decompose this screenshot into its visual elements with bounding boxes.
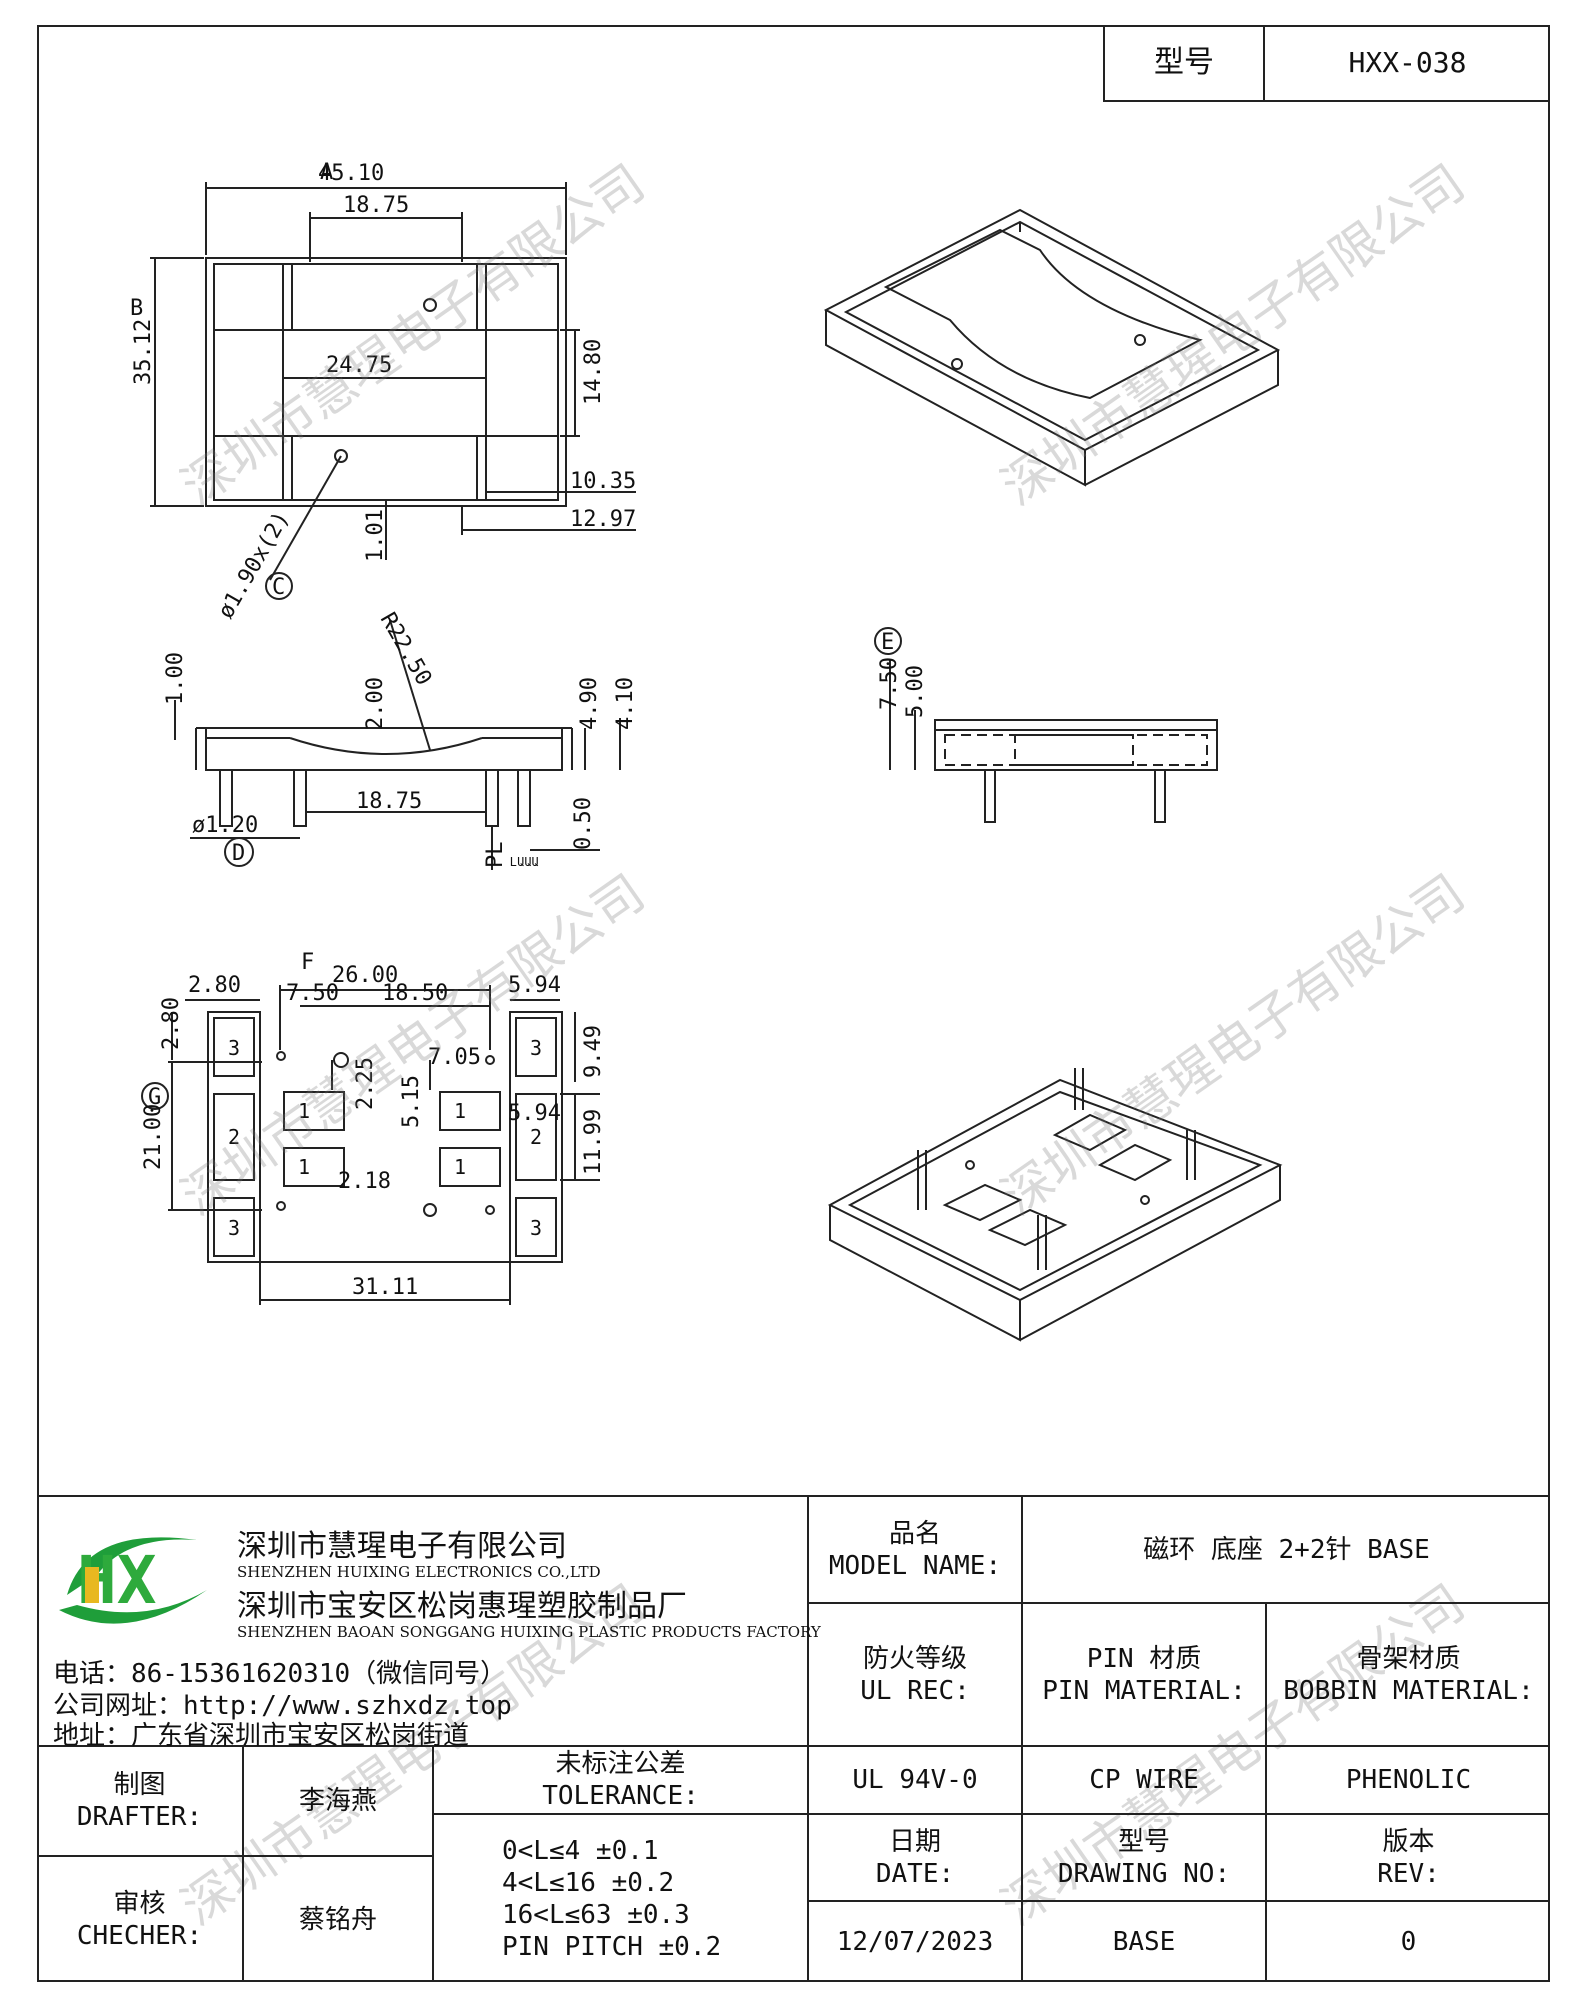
- drawing-no-label: 型号 DRAWING NO:: [1057, 1826, 1231, 1889]
- bobbin-material-label: 骨架材质 BOBBIN MATERIAL:: [1283, 1643, 1534, 1706]
- callout-f: F: [301, 950, 314, 975]
- tolerance-line: 16<L≤63 ±0.3: [502, 1899, 690, 1930]
- dim-bottom-11: 5.94: [508, 1101, 561, 1126]
- dim-bottom-7: 7.05: [428, 1045, 481, 1070]
- dim-top-5: 14.80: [581, 339, 606, 405]
- callout-e: E: [881, 630, 894, 655]
- callout-d: D: [232, 841, 245, 866]
- dim-top-3: 35.12: [131, 319, 156, 385]
- dim-front-9: PL: [483, 842, 508, 869]
- dim-bottom-6: 2.80: [159, 997, 184, 1050]
- bobbin-material-value: PHENOLIC: [1345, 1765, 1472, 1795]
- dim-top-6: 10.35: [570, 469, 636, 494]
- callout-b: B: [130, 296, 143, 321]
- factory-name-en: SHENZHEN BAOAN SONGGANG HUIXING PLASTIC …: [237, 1623, 821, 1641]
- dim-bottom-4: 18.50: [382, 981, 448, 1006]
- tolerance-line: 4<L≤16 ±0.2: [502, 1867, 675, 1898]
- dim-top-8: 1.01: [363, 509, 388, 562]
- pin-material-value: CP WIRE: [1089, 1765, 1199, 1795]
- company-address: 地址：广东省深圳市宝安区松岗街道: [53, 1721, 470, 1751]
- dim-front-8: 0.50: [571, 797, 596, 850]
- factory-name-cn: 深圳市宝安区松岗惠瑆塑胶制品厂: [237, 1589, 687, 1624]
- drafter-label: 制图 DRAFTER:: [76, 1770, 203, 1832]
- iso-view-top: [823, 208, 1281, 487]
- tolerance-values: 0<L≤4 ±0.1 4<L≤16 ±0.2 16<L≤63 ±0.3 PIN …: [434, 1815, 807, 1982]
- tolerance-line: PIN PITCH ±0.2: [502, 1931, 722, 1962]
- dim-front-6: 18.75: [356, 789, 422, 814]
- dim-bottom-2: 2.80: [188, 973, 241, 998]
- checker-value: 蔡铭舟: [298, 1904, 377, 1935]
- dim-top-7: 12.97: [570, 507, 636, 532]
- dim-bottom-10: 5.15: [399, 1075, 424, 1128]
- dim-bottom-3: 7.50: [286, 981, 339, 1006]
- callout-a: A: [320, 160, 333, 185]
- date-label: 日期 DATE:: [875, 1826, 955, 1889]
- dim-bottom-8: 9.49: [581, 1025, 606, 1078]
- top-view: [150, 182, 636, 600]
- dim-top-2: 18.75: [343, 193, 409, 218]
- date-value: 12/07/2023: [836, 1927, 994, 1957]
- side-view: [874, 627, 1218, 823]
- model-header: 型号 HXX-038: [1103, 25, 1550, 102]
- pl-note: ԼԱԱԱ: [510, 855, 539, 869]
- company-phone: 电话：86-15361620310（微信同号）: [53, 1659, 507, 1689]
- model-name-label-en: MODEL NAME:: [828, 1550, 1002, 1581]
- dim-bottom-13: 11.99: [581, 1109, 606, 1175]
- dim-bottom-5: 5.94: [508, 973, 561, 998]
- callout-c: C: [272, 575, 285, 600]
- company-website: 公司网址：http://www.szhxdz.top: [53, 1691, 512, 1721]
- front-view: [174, 619, 621, 870]
- pin-number: 2: [228, 1125, 240, 1149]
- pin-material-label: PIN 材质 PIN MATERIAL:: [1042, 1643, 1246, 1706]
- pin-number: 3: [530, 1216, 542, 1240]
- model-name-value: 磁环 底座 2+2针 BASE: [1143, 1534, 1430, 1565]
- dim-bottom-9: 2.25: [353, 1057, 378, 1110]
- rev-value: 0: [1400, 1927, 1417, 1957]
- callout-g: G: [148, 1085, 161, 1110]
- dim-bottom-1: 26.00: [332, 963, 398, 988]
- dim-front-7: ø1.20: [192, 813, 258, 838]
- company-name-cn: 深圳市慧瑆电子有限公司: [237, 1529, 567, 1564]
- dim-top-4: 24.75: [326, 353, 392, 378]
- dim-bottom-14: 2.18: [338, 1169, 391, 1194]
- dim-top-9: ø1.90x(2): [214, 507, 295, 623]
- model-value: HXX-038: [1348, 45, 1467, 79]
- drawing-frame: [37, 25, 1550, 1982]
- pin-number: 1: [298, 1099, 310, 1123]
- dim-front-5: 4.10: [613, 677, 638, 730]
- company-name-en: SHENZHEN HUIXING ELECTRONICS CO.,LTD: [237, 1563, 601, 1581]
- dim-side-1: 7.50: [877, 657, 902, 710]
- title-block: HX 深圳市慧瑆电子有限公司 SHENZHEN HUIXING ELECTRON…: [37, 1495, 1550, 1982]
- dim-top-1: 45.10: [318, 161, 384, 186]
- checker-label: 审核 CHECHER:: [76, 1888, 203, 1951]
- ul-rec-value: UL 94V-0: [852, 1765, 978, 1795]
- pin-number: 1: [454, 1099, 466, 1123]
- drawing-no-value: BASE: [1112, 1927, 1176, 1957]
- ul-rec-label: 防火等级 UL REC:: [860, 1643, 970, 1706]
- pin-number: 3: [228, 1036, 240, 1060]
- tolerance-label: 未标注公差 TOLERANCE:: [542, 1749, 699, 1811]
- rev-label: 版本 REV:: [1377, 1826, 1440, 1889]
- model-name-label-cn: 品名: [888, 1518, 941, 1549]
- pin-number: 3: [228, 1216, 240, 1240]
- dim-side-2: 5.00: [903, 665, 928, 718]
- dim-bottom-15: 31.11: [352, 1275, 418, 1300]
- model-name-label: 品名 MODEL NAME:: [809, 1497, 1021, 1602]
- dim-front-2: 1.00: [163, 652, 188, 705]
- tolerance-line: 0<L≤4 ±0.1: [502, 1835, 659, 1866]
- dim-front-3: 2.00: [363, 677, 388, 730]
- dim-bottom-12: 21.00: [141, 1104, 166, 1170]
- technical-drawing: 45.10 18.75 35.12 24.75 14.80 10.35 12.9…: [130, 160, 1283, 1342]
- pin-number: 1: [454, 1155, 466, 1179]
- pin-number: 2: [530, 1125, 542, 1149]
- model-label: 型号: [1154, 44, 1214, 80]
- iso-view-bottom: [827, 1068, 1283, 1342]
- pin-number: 1: [298, 1155, 310, 1179]
- dim-front-4: 4.90: [577, 677, 602, 730]
- pin-number: 3: [530, 1036, 542, 1060]
- bottom-view: [141, 985, 600, 1305]
- company-logo: HX: [59, 1537, 207, 1624]
- drafter-value: 李海燕: [298, 1786, 377, 1816]
